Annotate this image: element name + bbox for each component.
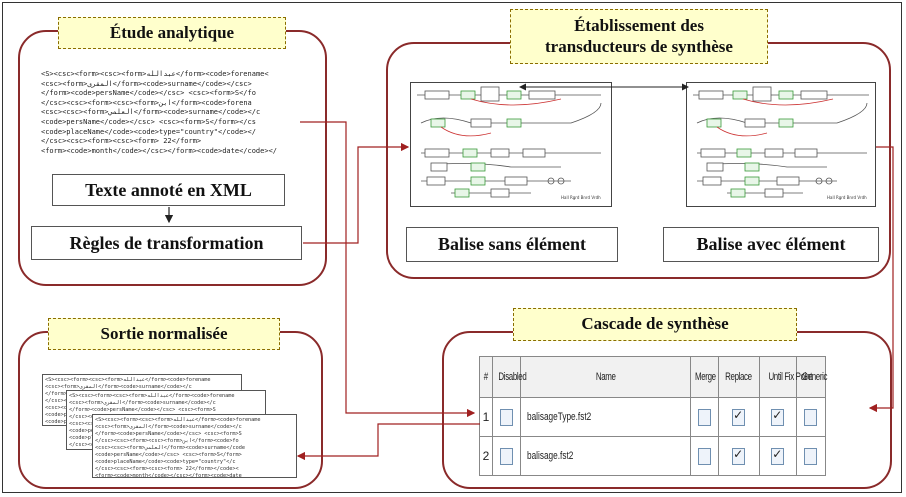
transducer-graph-sans-element: Hall Rgrd Bnrd Vrdh [410,82,612,207]
svg-text:Hall Rgrd Bnrd Vrdh: Hall Rgrd Bnrd Vrdh [561,195,601,200]
xml-line: </csc><csc><form><csc><form>ابن</form><c… [41,98,252,107]
xml-line: <code>persName</code></csc> <csc><form>S… [41,117,256,126]
cascade-row-number: 1 [482,410,490,424]
balise-sans-element-box: Balise sans élément [406,227,618,262]
xml-line: <S><csc><form><csc><form>عبدالله</form><… [41,70,269,78]
transducer-graph-sans-element-drawing: Hall Rgrd Bnrd Vrdh [417,86,602,200]
checkbox-replace[interactable] [732,447,746,465]
cascade-header-label: Until Fix Point [768,371,812,383]
sortie-title: Sortie normalisée [48,318,280,350]
cascade-row-name: balisage.fst2 [526,450,574,462]
etablissement-title: Établissement des transducteurs de synth… [510,9,768,64]
cascade-header-cell[interactable]: Until Fix Point [758,356,812,398]
sortie-title-text: Sortie normalisée [100,323,228,343]
balise-avec-element-label: Balise avec élément [696,234,846,254]
cascade-header-cell[interactable]: Name [519,356,691,398]
transducer-graph-avec-element: Hall Rgrd Bnrd Vrdh [686,82,876,207]
cascade-header-label: Disabled [498,371,527,383]
cascade-row[interactable]: 1 balisageType.fst2 [479,397,827,437]
cascade-title-text: Cascade de synthèse [581,314,729,334]
cascade-header-label: Replace [725,371,752,383]
etude-title-text: Étude analytique [109,22,235,42]
output-sheet-line: <csc><form>المقرى</form><code>surname</c… [45,384,192,390]
cascade-row-number: 2 [482,449,490,463]
output-sheet-front: <S><csc><form><csc><form>عبدالله</form><… [92,414,297,478]
output-sheet-line: <S><csc><form><csc><form>عبدالله</form><… [69,393,235,399]
xml-line: <csc><form>المقرى</form><code>surname</c… [41,79,252,88]
cascade-header-label: Merge [694,371,716,383]
checkbox-generic[interactable] [804,447,818,465]
checkbox-disabled[interactable] [499,408,513,426]
regles-transformation-label: Règles de transformation [69,232,264,253]
transducer-graph-avec-element-drawing: Hall Rgrd Bnrd Vrdh [693,86,869,200]
output-sheet-line: <code>persName</code></csc> <csc><form>S… [95,452,242,458]
output-sheet-line: </csc><csc><form><csc><form>ابن</form><c… [95,438,239,444]
texte-annote-xml-box: Texte annoté en XML [52,174,285,206]
cascade-table-header: # Disabled Name Merge Replace Until Fix Point… [479,356,828,398]
cascade-row[interactable]: 2 balisage.fst2 [479,436,827,476]
cascade-header-cell[interactable]: Merge [689,356,719,398]
balise-sans-element-label: Balise sans élément [438,234,586,254]
cascade-table-body: 1 balisageType.fst2 2 balisage.fst2 [479,397,827,476]
etude-title: Étude analytique [58,17,286,49]
output-sheet-line: <form><code>month</code></csc></form><co… [95,473,242,478]
checkbox-until-fix-point[interactable] [771,408,785,426]
checkbox-until-fix-point[interactable] [771,447,785,465]
checkbox-merge[interactable] [697,408,711,426]
checkbox-merge[interactable] [697,447,711,465]
checkbox-replace[interactable] [732,408,746,426]
xml-annotated-text: <S><csc><form><csc><form>عبدالله</form><… [41,70,311,162]
xml-line: </csc><csc><form><csc><form> 22</form> [41,137,202,146]
output-sheet-line: <code>placeName</code><code>type="countr… [95,459,236,465]
xml-line: <form><code>month</code></csc></form><co… [41,146,278,155]
output-sheet-line: </csc><csc><form><csc><form> 22</form></… [95,466,239,472]
cascade-header-cell[interactable]: Replace [717,356,760,398]
output-sheet-line: <csc><csc><form>العلمي</form><code>surna… [95,445,245,451]
cascade-header-cell[interactable]: Generic [795,356,828,398]
balise-avec-element-box: Balise avec élément [663,227,879,262]
cascade-title: Cascade de synthèse [513,308,797,341]
cascade-header-cell[interactable]: Disabled [491,356,527,398]
output-sheet-line: <S><csc><form><csc><form>عبدالله</form><… [45,377,211,383]
cascade-header-label: Name [595,371,616,383]
etablissement-title-line1: Établissement des [574,16,704,36]
cascade-row-name: balisageType.fst2 [526,411,591,423]
output-sheet-line: <csc><form>المقرى</form><code>surname</c… [95,424,242,430]
cascade-header-label: # [483,371,488,383]
xml-line: <code>placeName</code><code>type="countr… [41,127,256,136]
output-sheet-line: </form><code>persName</code></csc> <csc>… [69,407,216,413]
xml-line: </form><code>persName</code></csc> <csc>… [41,89,256,98]
cascade-table: # Disabled Name Merge Replace Until Fix Point… [479,356,828,476]
etablissement-title-line2: transducteurs de synthèse [545,36,733,56]
regles-transformation-box: Règles de transformation [31,226,302,260]
texte-annote-xml-label: Texte annoté en XML [85,179,252,200]
cascade-header-cell[interactable]: # [479,356,493,398]
output-sheet-line: <S><csc><form><csc><form>عبدالله</form><… [95,417,261,423]
checkbox-generic[interactable] [804,408,818,426]
checkbox-disabled[interactable] [499,447,513,465]
cascade-header-label: Generic [801,371,828,383]
output-sheet-line: <csc><form>المقرى</form><code>surname</c… [69,400,216,406]
xml-line: <csc><csc><form>العلمي</form><code>surna… [41,108,261,117]
output-sheet-line: </form><code>persName</code></csc> <csc>… [95,431,242,437]
svg-text:Hall Rgrd Bnrd Vrdh: Hall Rgrd Bnrd Vrdh [827,195,867,200]
